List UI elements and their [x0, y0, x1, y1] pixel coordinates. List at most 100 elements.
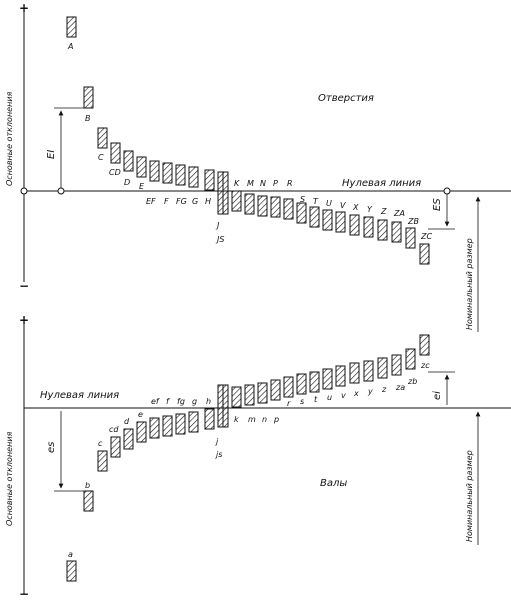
hole-label-y: Y: [367, 205, 373, 214]
hole-label-a: A: [67, 42, 73, 51]
shafts-ei-label: ei: [432, 391, 443, 400]
hole-bar-x: [349, 214, 360, 236]
hole-bar-u: [322, 209, 333, 231]
hole-label-g: G: [192, 197, 198, 206]
hole-label-zb: ZB: [407, 217, 419, 226]
hole-bar-b: [83, 86, 94, 109]
shaft-bar-k: [231, 386, 242, 408]
shafts-section: + − Основные отклонения Нулевая линия Ва…: [5, 313, 511, 601]
shaft-label-n: n: [262, 415, 267, 424]
shaft-bar-za: [391, 354, 402, 376]
shaft-bar-z: [377, 357, 388, 379]
shaft-bar-zc: [419, 334, 430, 356]
shaft-label-e: e: [138, 410, 143, 419]
hole-label-z: Z: [380, 207, 387, 216]
hole-label-fg: FG: [176, 197, 187, 206]
holes-minus-sign: −: [19, 279, 29, 293]
hole-bar-r: [283, 198, 294, 220]
shaft-bar-e: [136, 421, 147, 443]
hole-bar-e: [136, 156, 147, 178]
shaft-bar-r: [283, 376, 294, 398]
hole-label-zc: ZC: [420, 232, 432, 241]
holes-zero-point-left: [20, 187, 28, 195]
hole-bar-zb: [405, 227, 416, 249]
holes-nominal-label: Номинальный размер: [465, 238, 474, 330]
shaft-bar-cd: [110, 436, 121, 458]
shaft-label-zb: zb: [407, 377, 417, 386]
hole-bar-h: [204, 169, 215, 191]
hole-label-v: V: [340, 201, 346, 210]
holes-section: + − Основные отклонения Нулевая линия От…: [5, 1, 511, 332]
shaft-bar-a: [66, 560, 77, 582]
hole-bar-g: [188, 166, 199, 188]
hole-bar-d: [123, 150, 134, 172]
shaft-label-g: g: [192, 397, 197, 406]
hole-bar-f: [162, 162, 173, 184]
hole-bar-y: [363, 216, 374, 238]
shaft-label-k: k: [234, 415, 239, 424]
shaft-label-x: x: [353, 389, 359, 398]
shaft-bar-p: [270, 379, 281, 401]
holes-zero-point-ei: [57, 187, 65, 195]
shafts-nominal-label: Номинальный размер: [465, 450, 474, 542]
hole-bar-v: [335, 211, 346, 233]
holes-axis-label: Основные отклонения: [5, 91, 14, 186]
shafts-plus-sign: +: [19, 313, 29, 327]
hole-bar-cd: [110, 142, 121, 164]
shaft-bar-g: [188, 411, 199, 433]
shaft-bar-b: [83, 490, 94, 512]
hole-label-k: K: [234, 179, 240, 188]
hole-bar-k: [231, 190, 242, 212]
hole-bar-c: [97, 127, 108, 149]
shaft-bar-h: [204, 408, 215, 430]
hole-bar-a: [66, 16, 77, 38]
hole-label-x: X: [352, 203, 359, 212]
shaft-label-y: y: [367, 387, 373, 396]
shafts-axis-label: Основные отклонения: [5, 431, 14, 526]
shaft-bar-f: [162, 415, 173, 437]
shaft-label-b: b: [85, 481, 90, 490]
holes-ei-label: EI: [46, 150, 57, 159]
holes-es-label: ES: [432, 198, 443, 211]
shaft-label-cd: cd: [109, 425, 119, 434]
shaft-bar-t: [309, 371, 320, 393]
shafts-zero-line-label: Нулевая линия: [40, 390, 119, 401]
shaft-bar-n: [257, 382, 268, 404]
shaft-bar-d: [123, 428, 134, 450]
hole-bar-fg: [175, 164, 186, 186]
shaft-label-a: a: [68, 550, 73, 559]
shaft-label-d: d: [124, 417, 130, 426]
shaft-label-fg: fg: [177, 397, 185, 406]
hole-bar-s: [296, 202, 307, 224]
hole-label-d: D: [124, 178, 130, 187]
hole-label-cd: CD: [109, 168, 121, 177]
shaft-label-z: z: [381, 385, 387, 394]
shaft-label-j: j: [215, 437, 219, 446]
hole-label-p: P: [273, 179, 278, 188]
hole-label-u: U: [326, 199, 332, 208]
holes-zero-point-es: [443, 187, 451, 195]
shaft-label-f: f: [166, 397, 170, 406]
holes-zero-line-label: Нулевая линия: [342, 178, 421, 189]
shaft-bar-x: [349, 362, 360, 384]
shaft-label-r: r: [287, 399, 291, 408]
hole-label-n: N: [260, 179, 266, 188]
holes-plus-sign: +: [19, 1, 29, 15]
shaft-bar-ef: [149, 417, 160, 439]
holes-title: Отверстия: [318, 93, 374, 104]
shaft-label-ef: ef: [151, 397, 160, 406]
hole-bar-m: [244, 193, 255, 215]
hole-bar-ef: [149, 160, 160, 182]
hole-label-js: JS: [215, 235, 224, 244]
shaft-bar-s: [296, 373, 307, 395]
shaft-label-v: v: [341, 391, 346, 400]
shaft-bar-zb: [405, 348, 416, 370]
shafts-es-label: es: [46, 442, 57, 453]
shaft-bar-v: [335, 365, 346, 387]
shaft-bar-c: [97, 450, 108, 472]
shaft-label-t: t: [314, 395, 318, 404]
